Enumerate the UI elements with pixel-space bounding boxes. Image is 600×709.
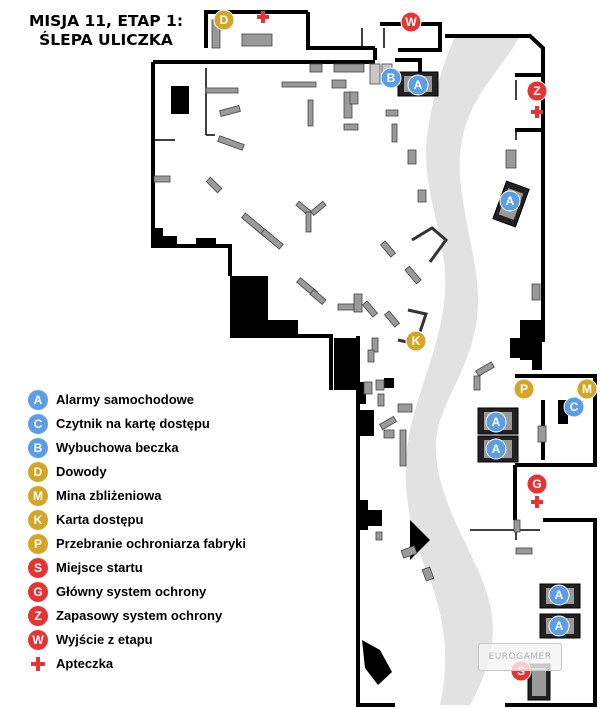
map-marker-a: A — [548, 615, 570, 637]
marker-circle — [485, 438, 507, 460]
marker-circle — [405, 330, 427, 352]
legend-label: Zapasowy system ochrony — [56, 608, 223, 623]
marker-circle — [380, 67, 402, 89]
marker-circle — [526, 80, 548, 102]
marker-circle — [400, 11, 422, 33]
marker-d-icon: D — [28, 462, 48, 482]
marker-label: D — [220, 13, 229, 27]
medkit-icon — [531, 106, 543, 118]
marker-circle — [485, 411, 507, 433]
marker-label: P — [520, 382, 528, 396]
marker-label: M — [582, 382, 592, 396]
barrel — [369, 63, 381, 85]
legend-label: Dowody — [56, 464, 107, 479]
marker-label: K — [412, 334, 421, 348]
legend-label: Mina zbliżeniowa — [56, 488, 162, 503]
map-marker-a: A — [499, 190, 521, 212]
marker-label: A — [492, 415, 501, 429]
marker-circle — [548, 615, 570, 637]
marker-label: A — [492, 442, 501, 456]
legend-label: Apteczka — [56, 656, 114, 671]
legend-label: Alarmy samochodowe — [56, 392, 194, 407]
map-marker-a: A — [548, 584, 570, 606]
map-marker-g: G — [526, 473, 548, 495]
legend-label: Miejsce startu — [56, 560, 143, 575]
marker-circle — [213, 9, 235, 31]
map-marker-a: A — [407, 74, 429, 96]
marker-a-icon: A — [28, 390, 48, 410]
page-title: MISJA 11, ETAP 1: ŚLEPA ULICZKA — [6, 12, 206, 50]
marker-s-icon: S — [28, 558, 48, 578]
medkit-icon — [257, 11, 269, 23]
marker-circle — [576, 378, 598, 400]
obstacles — [153, 19, 547, 582]
buildings — [153, 86, 568, 685]
marker-m-icon: M — [28, 486, 48, 506]
title-line-2: ŚLEPA ULICZKA — [39, 31, 173, 49]
marker-label: A — [555, 588, 564, 602]
marker-label: A — [506, 194, 515, 208]
medkit-icon — [531, 496, 543, 508]
marker-label: A — [555, 619, 564, 633]
map-marker-p: P — [513, 378, 535, 400]
gates — [397, 226, 449, 346]
map-marker-m: M — [576, 378, 598, 400]
title-line-1: MISJA 11, ETAP 1: — [28, 12, 184, 30]
marker-circle — [407, 74, 429, 96]
map-marker-c: C — [563, 396, 585, 418]
marker-label: A — [414, 78, 423, 92]
legend-label: Czytnik na kartę dostępu — [56, 416, 210, 431]
marker-w-icon: W — [28, 630, 48, 650]
medkit-icon — [31, 657, 45, 671]
legend-label: Wybuchowa beczka — [56, 440, 179, 455]
marker-label: W — [405, 15, 417, 29]
marker-b-icon: B — [28, 438, 48, 458]
river — [405, 36, 520, 705]
marker-circle — [548, 584, 570, 606]
marker-label: G — [532, 477, 541, 491]
marker-label: S — [517, 664, 525, 678]
legend-label: Karta dostępu — [56, 512, 144, 527]
marker-label: Z — [533, 84, 540, 98]
marker-circle — [563, 396, 585, 418]
legend-label: Przebranie ochroniarza fabryki — [56, 536, 247, 551]
marker-circle — [513, 378, 535, 400]
map-marker-w: W — [400, 11, 422, 33]
marker-p-icon: P — [28, 534, 48, 554]
map-marker-a: A — [485, 438, 507, 460]
watermark-logo: EUROGAMER — [478, 643, 562, 671]
map-marker-z: Z — [526, 80, 548, 102]
thin-lines — [155, 28, 540, 540]
marker-k-icon: K — [28, 510, 48, 530]
legend-label: Wyjście z etapu — [56, 632, 153, 647]
marker-g-icon: G — [28, 582, 48, 602]
legend-label: Główny system ochrony — [56, 584, 207, 599]
map-marker-d: D — [213, 9, 235, 31]
marker-c-icon: C — [28, 414, 48, 434]
marker-z-icon: Z — [28, 606, 48, 626]
map-marker-a: A — [485, 411, 507, 433]
map-marker-b: B — [380, 67, 402, 89]
marker-circle — [526, 473, 548, 495]
marker-label: C — [570, 400, 579, 414]
marker-circle — [499, 190, 521, 212]
marker-label: B — [387, 71, 396, 85]
map-marker-k: K — [405, 330, 427, 352]
